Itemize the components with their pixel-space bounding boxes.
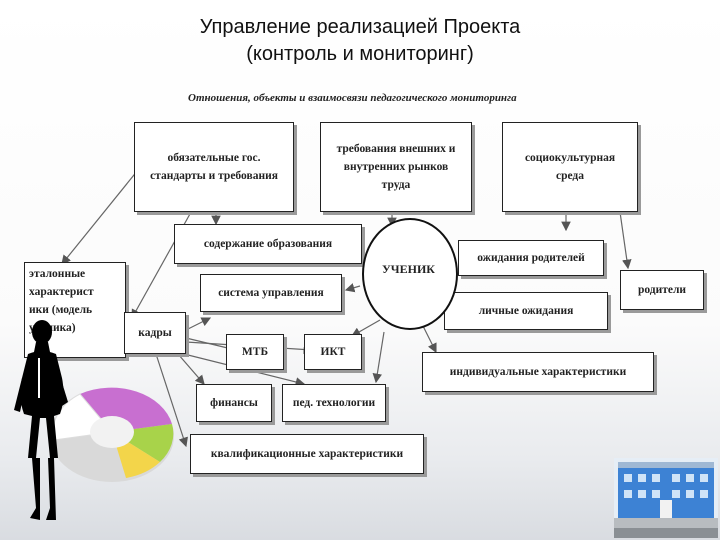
slide-title-line-2: (контроль и мониторинг) [246,43,474,65]
box-individual-characteristics: индивидуальные характеристики [422,352,654,392]
box-gos-standards-line-1: обязательные гос. [167,152,261,164]
box-ikt: ИКТ [304,334,362,370]
box-management-system: система управления [200,274,342,312]
box-sociocultural: социокультурная среда [502,122,638,212]
box-education-content: содержание образования [174,224,362,264]
slide-title: Управление реализацией Проекта (контроль… [0,14,720,68]
box-ped-technologies: пед. технологии [282,384,386,422]
box-market-requirements-line-2: внутренних рынков [343,161,449,173]
arrow-gos-to-reference [61,169,139,265]
center-node-label: УЧЕНИК [382,262,435,276]
box-market-requirements-line-3: труда [381,179,411,191]
box-parent-expectations: ожидания родителей [458,240,604,276]
arrow-student-to-pedtech [372,331,385,384]
arrow-staff-to-qualification [155,353,188,448]
box-staff: кадры [124,312,186,354]
school-building-icon [614,458,718,538]
box-gos-standards-line-2: стандарты и требования [150,170,278,182]
box-reference-line-2: характерист [29,286,94,298]
box-parents: родители [620,270,704,310]
arrow-socio-to-parents [619,211,632,270]
arrow-staff-to-management [185,317,212,331]
box-qualification-characteristics: квалификационные характеристики [190,434,424,474]
box-reference-characteristics: эталонные характерист ики (модель ученик… [24,262,126,358]
box-market-requirements: требования внешних и внутренних рынков т… [320,122,472,212]
box-market-requirements-line-1: требования внешних и [336,143,456,155]
box-reference-line-1: эталонные [29,268,86,280]
slide-title-line-1: Управление реализацией Проекта [199,16,521,38]
box-personal-expectations: личные ожидания [444,292,608,330]
box-gos-standards: обязательные гос. стандарты и требования [134,122,294,212]
arrow-student-to-ikt [350,319,381,337]
box-sociocultural-line-1: социокультурная [524,152,616,164]
box-sociocultural-line-2: среда [555,170,585,182]
diagram-title: Отношения, объекты и взаимосвязи педагог… [188,92,517,104]
arrow-student-to-management [344,283,361,293]
businesswoman-silhouette-icon [14,320,68,520]
box-finance: финансы [196,384,272,422]
pie-chart-decoration-icon [50,387,174,482]
box-reference-line-3: ики (модель [29,304,93,316]
box-mtb: МТБ [226,334,284,370]
center-node-student: УЧЕНИК [362,218,458,330]
arrow-staff-to-finance [177,353,205,385]
